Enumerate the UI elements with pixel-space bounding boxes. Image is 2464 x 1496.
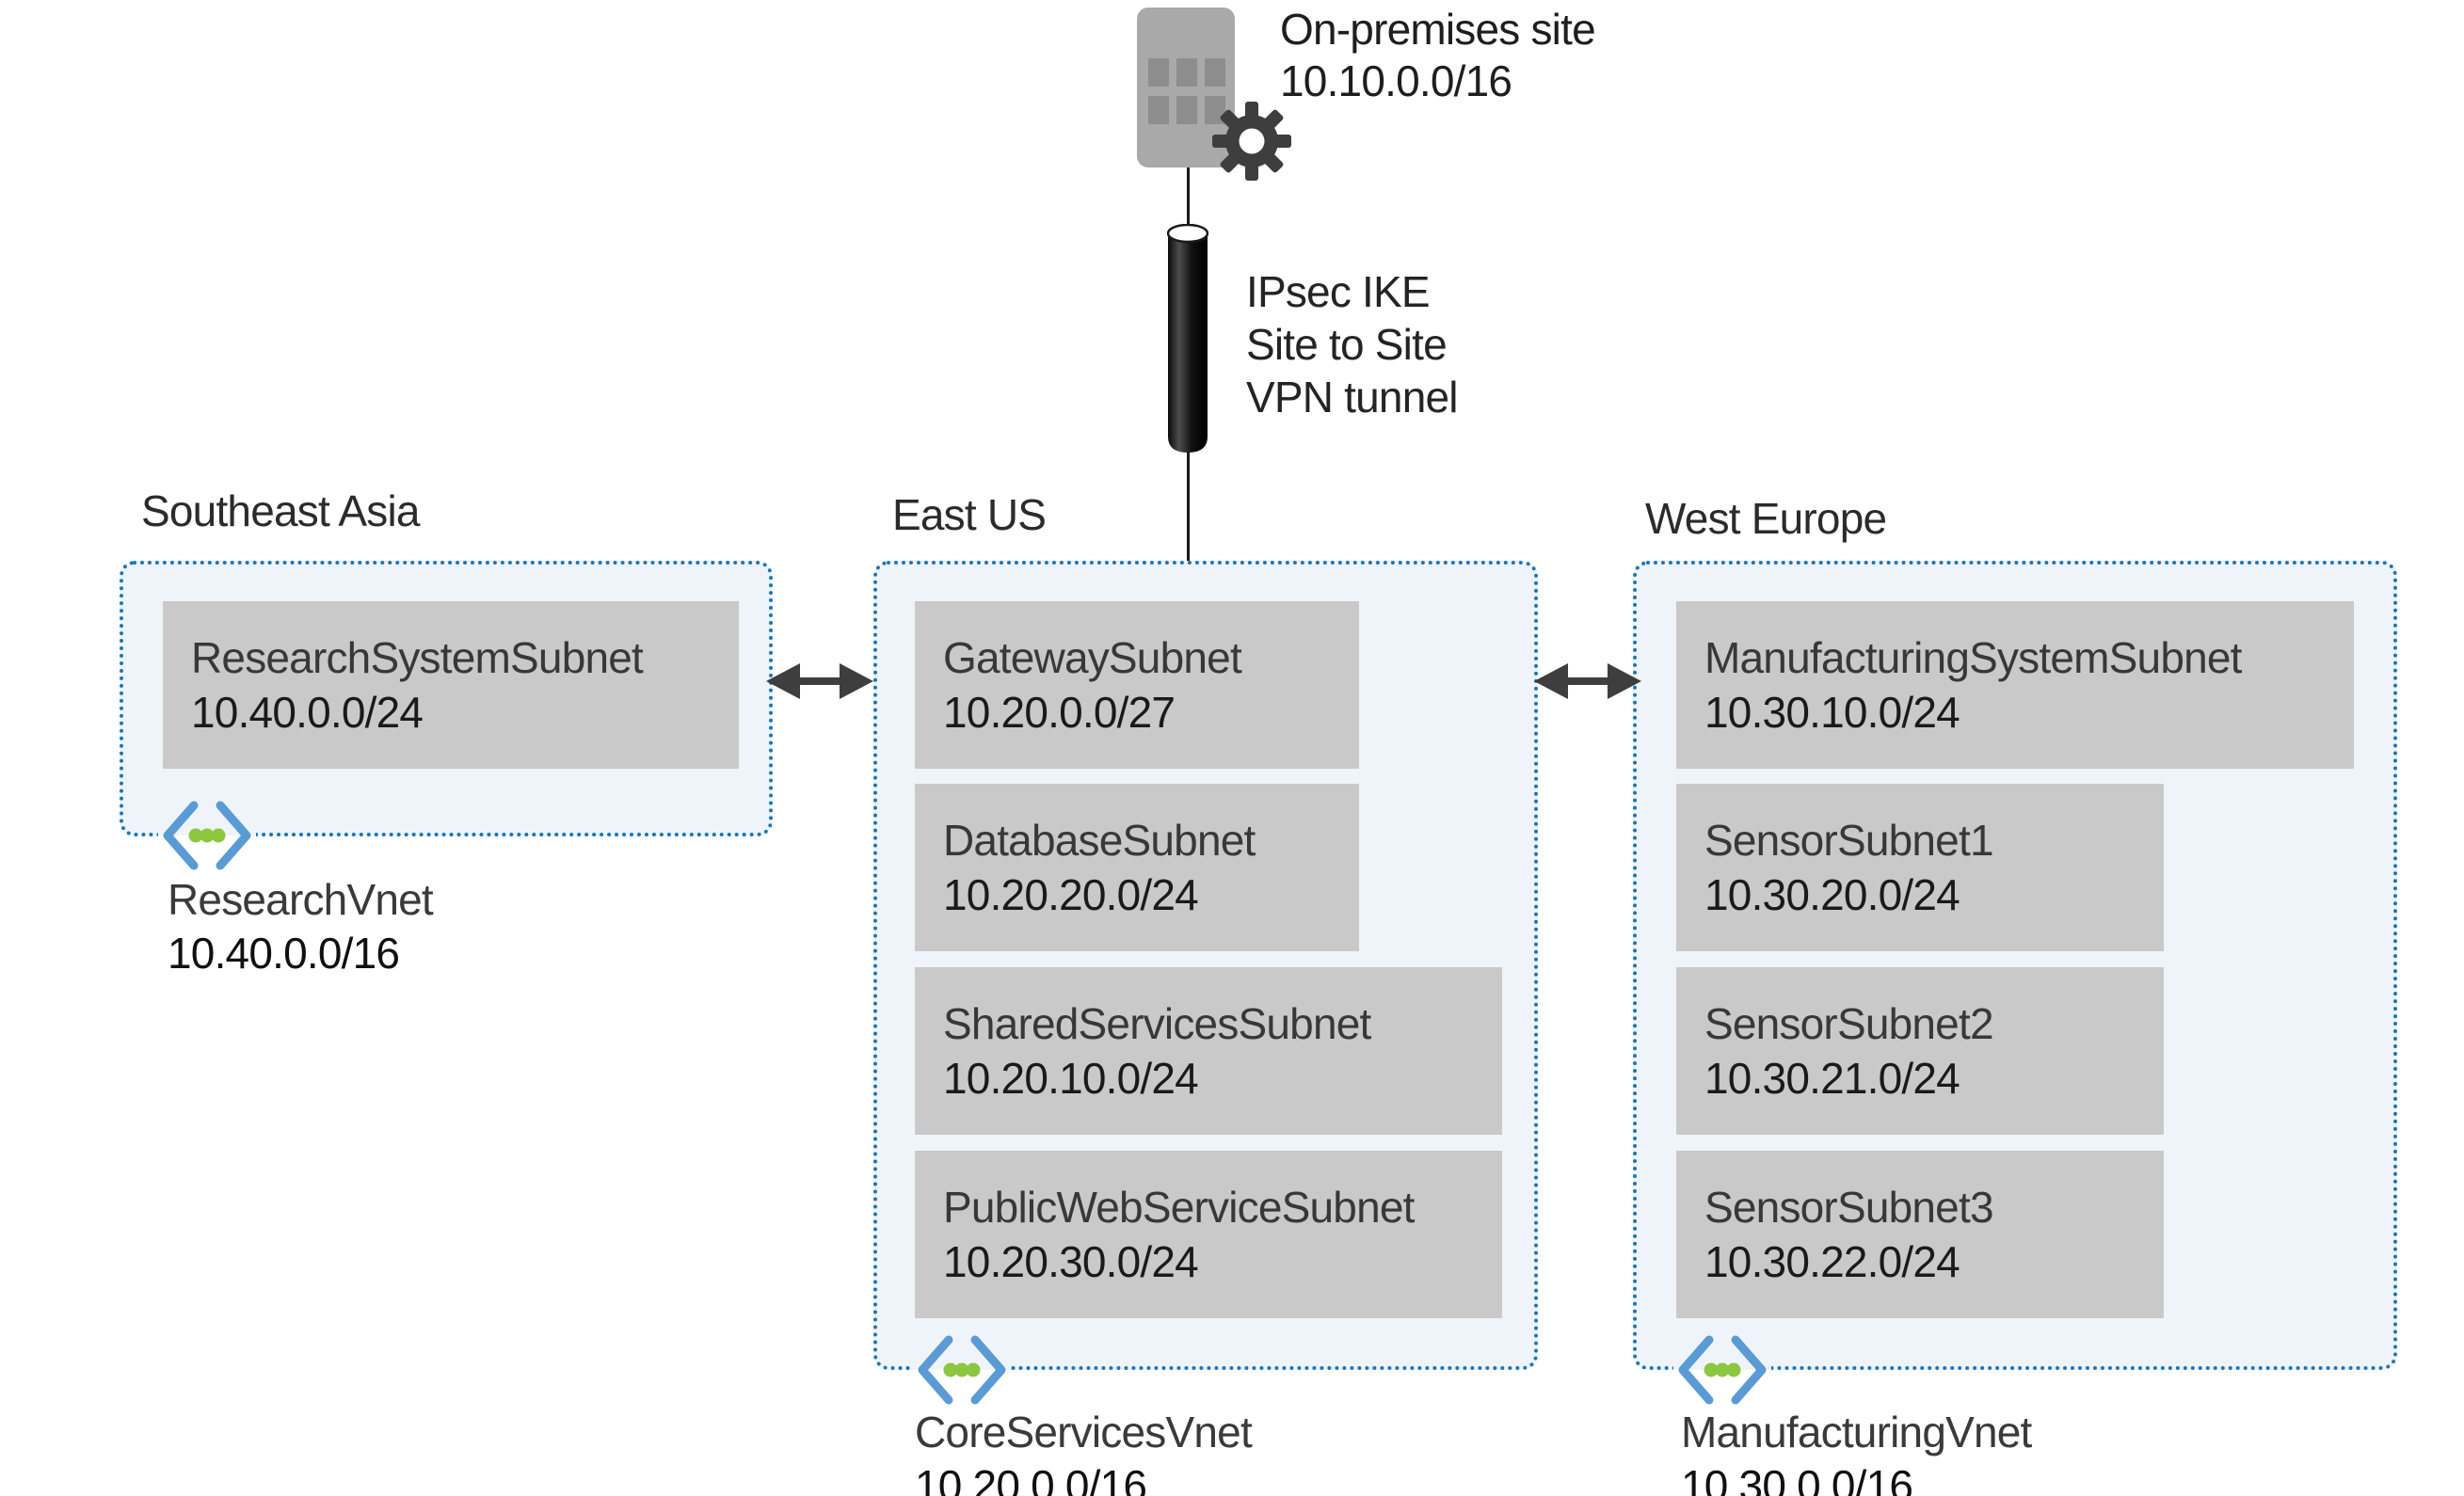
building-window (1148, 96, 1169, 124)
vpn-tunnel-label-line3: VPN tunnel (1246, 373, 1459, 422)
subnet-cidr: 10.30.22.0/24 (1704, 1237, 1960, 1286)
subnet-name: GatewaySubnet (943, 633, 1242, 682)
subnet-cidr: 10.20.20.0/24 (943, 870, 1199, 919)
subnet-sensorsubnet3: SensorSubnet3 10.30.22.0/24 (1676, 1151, 2164, 1318)
vnet-box-researchvnet: ResearchSystemSubnet 10.40.0.0/24 (120, 561, 773, 836)
peering-arrow-left (766, 663, 873, 699)
building-window (1176, 96, 1197, 124)
subnet-name: SensorSubnet2 (1704, 999, 1994, 1048)
subnet-publicwebservicesubnet: PublicWebServiceSubnet 10.20.30.0/24 (915, 1151, 1502, 1318)
vpn-tunnel-label: IPsec IKE Site to Site VPN tunnel (1246, 265, 1459, 423)
vnet-icon-manufacturingvnet (1673, 1332, 1771, 1408)
vnet-label-coreservicesvnet: CoreServicesVnet 10.20.0.0/16 (915, 1406, 1253, 1496)
subnet-name: ResearchSystemSubnet (191, 633, 644, 682)
vnet-box-coreservicesvnet: GatewaySubnet 10.20.0.0/27 DatabaseSubne… (873, 561, 1538, 1370)
subnet-name: ManufacturingSystemSubnet (1704, 633, 2242, 682)
region-label-southeast-asia: Southeast Asia (141, 486, 420, 535)
subnet-gatewaysubnet: GatewaySubnet 10.20.0.0/27 (915, 601, 1359, 769)
subnet-sensorsubnet2: SensorSubnet2 10.30.21.0/24 (1676, 967, 2164, 1135)
vnet-label-manufacturingvnet: ManufacturingVnet 10.30.0.0/16 (1681, 1406, 2032, 1496)
vpn-tunnel-label-line2: Site to Site (1246, 320, 1448, 369)
subnet-cidr: 10.30.10.0/24 (1704, 688, 1960, 737)
building-window (1148, 58, 1169, 87)
building-window (1205, 96, 1225, 124)
subnet-cidr: 10.20.30.0/24 (943, 1237, 1199, 1286)
on-premises-name: On-premises site (1280, 5, 1596, 54)
subnet-cidr: 10.20.10.0/24 (943, 1054, 1199, 1103)
vnet-icon-researchvnet (158, 798, 256, 873)
vnet-name: CoreServicesVnet (915, 1408, 1253, 1456)
subnet-cidr: 10.30.21.0/24 (1704, 1054, 1960, 1103)
peering-arrow-right (1534, 663, 1641, 699)
subnet-cidr: 10.30.20.0/24 (1704, 870, 1960, 919)
vnet-name: ManufacturingVnet (1681, 1408, 2032, 1456)
vnet-box-manufacturingvnet: ManufacturingSystemSubnet 10.30.10.0/24 … (1633, 561, 2397, 1370)
subnet-cidr: 10.20.0.0/27 (943, 688, 1176, 737)
subnet-databasesubnet: DatabaseSubnet 10.20.20.0/24 (915, 784, 1359, 951)
on-premises-label: On-premises site 10.10.0.0/16 (1280, 4, 1596, 107)
subnet-cidr: 10.40.0.0/24 (191, 688, 424, 737)
vnet-cidr: 10.40.0.0/16 (168, 929, 400, 978)
building-window (1176, 58, 1197, 87)
building-window (1205, 58, 1225, 87)
vnet-name: ResearchVnet (168, 875, 434, 924)
subnet-name: PublicWebServiceSubnet (943, 1183, 1415, 1232)
subnet-researchsystemsubnet: ResearchSystemSubnet 10.40.0.0/24 (163, 601, 739, 769)
vnet-cidr: 10.30.0.0/16 (1681, 1461, 1913, 1496)
on-premises-cidr: 10.10.0.0/16 (1280, 56, 1512, 105)
gear-icon (1212, 102, 1291, 181)
vpn-tunnel-icon (1167, 224, 1208, 453)
region-label-west-europe: West Europe (1645, 494, 1887, 543)
subnet-sensorsubnet1: SensorSubnet1 10.30.20.0/24 (1676, 784, 2164, 951)
subnet-name: DatabaseSubnet (943, 816, 1256, 865)
subnet-sharedservicessubnet: SharedServicesSubnet 10.20.10.0/24 (915, 967, 1502, 1135)
subnet-name: SensorSubnet1 (1704, 816, 1994, 865)
vnet-icon-coreservicesvnet (913, 1332, 1011, 1408)
region-label-east-us: East US (892, 490, 1047, 539)
subnet-name: SensorSubnet3 (1704, 1183, 1994, 1232)
vnet-cidr: 10.20.0.0/16 (915, 1461, 1147, 1496)
subnet-manufacturingsystemsubnet: ManufacturingSystemSubnet 10.30.10.0/24 (1676, 601, 2354, 769)
vpn-tunnel-label-line1: IPsec IKE (1246, 267, 1431, 316)
vnet-label-researchvnet: ResearchVnet 10.40.0.0/16 (168, 873, 434, 980)
subnet-name: SharedServicesSubnet (943, 999, 1371, 1048)
